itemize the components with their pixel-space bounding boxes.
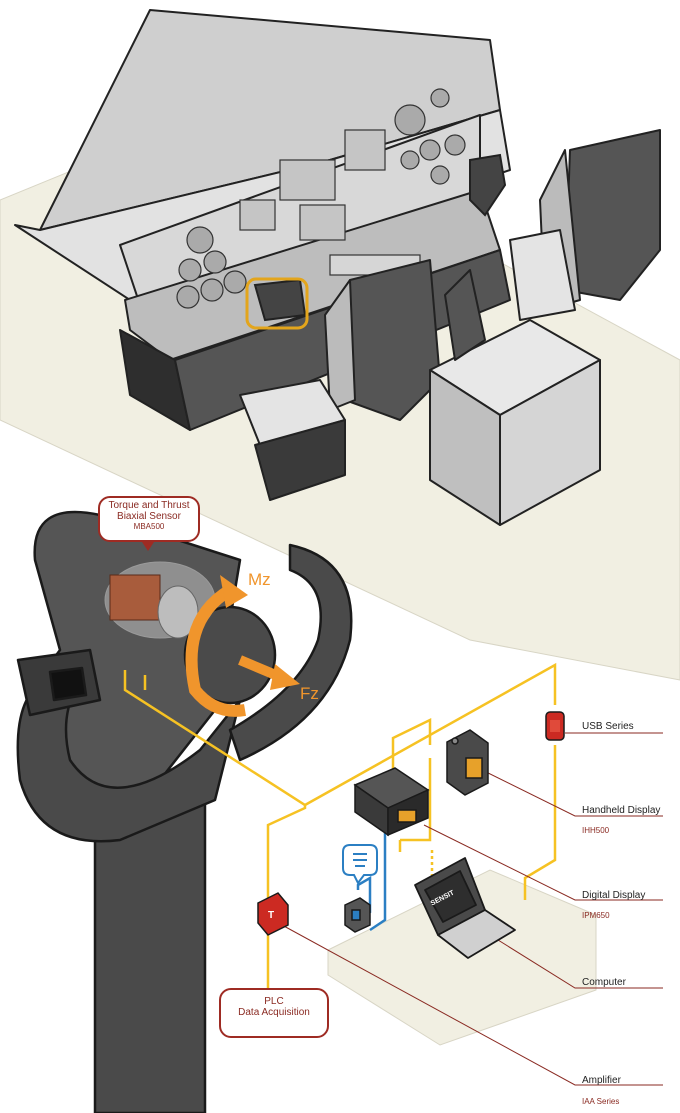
mz-label: Mz	[248, 570, 271, 589]
console-instruments	[176, 88, 466, 309]
handheld-display-label: Handheld Display	[582, 805, 661, 816]
amplifier-label: Amplifier	[582, 1075, 621, 1086]
amplifier-device: T	[257, 892, 289, 936]
cockpit-yokes	[253, 153, 507, 322]
yoke-highlight	[245, 277, 309, 330]
handheld-display-device	[446, 729, 489, 796]
svg-text:T: T	[268, 910, 274, 921]
center-pedestal	[429, 269, 601, 526]
mz-moment-arrow	[185, 584, 246, 717]
cockpit-seats	[239, 129, 661, 501]
yoke-closeup	[16, 510, 353, 1113]
sensor-title-line2: Biaxial Sensor	[117, 511, 181, 522]
plc-line2: Data Acquisition	[238, 1007, 310, 1018]
digital-display-device	[353, 767, 430, 837]
biaxial-sensor-body	[104, 561, 216, 639]
mz-arrowhead	[220, 575, 248, 608]
plc-callout: PLC Data Acquisition	[219, 988, 329, 1038]
fz-label: Fz	[300, 684, 319, 703]
sensor-callout: Torque and Thrust Biaxial Sensor MBA500	[98, 496, 200, 542]
sensor-model: MBA500	[133, 522, 165, 531]
computer-label: Computer	[582, 977, 626, 988]
fz-arrowhead	[270, 664, 300, 690]
desk-surface	[327, 869, 597, 1046]
usb-series-label: USB Series	[582, 721, 634, 732]
chat-bubble-icon	[342, 844, 378, 885]
digital-display-model: IPM650	[582, 911, 610, 920]
handheld-display-model: IHH500	[582, 826, 610, 835]
amplifier-model: IAA Series	[582, 1097, 620, 1106]
digital-display-label: Digital Display	[582, 890, 646, 901]
laptop-computer	[414, 857, 516, 959]
usb-cable-down	[369, 825, 387, 932]
usb-device	[545, 711, 565, 741]
sensor-title-line1: Torque and Thrust	[108, 500, 190, 511]
usb-module-device	[344, 897, 371, 933]
sensor-callout-pointer	[140, 539, 156, 551]
plc-line1: PLC	[264, 996, 284, 1007]
fz-force-arrow	[238, 655, 280, 681]
leader-lines	[281, 732, 663, 1086]
